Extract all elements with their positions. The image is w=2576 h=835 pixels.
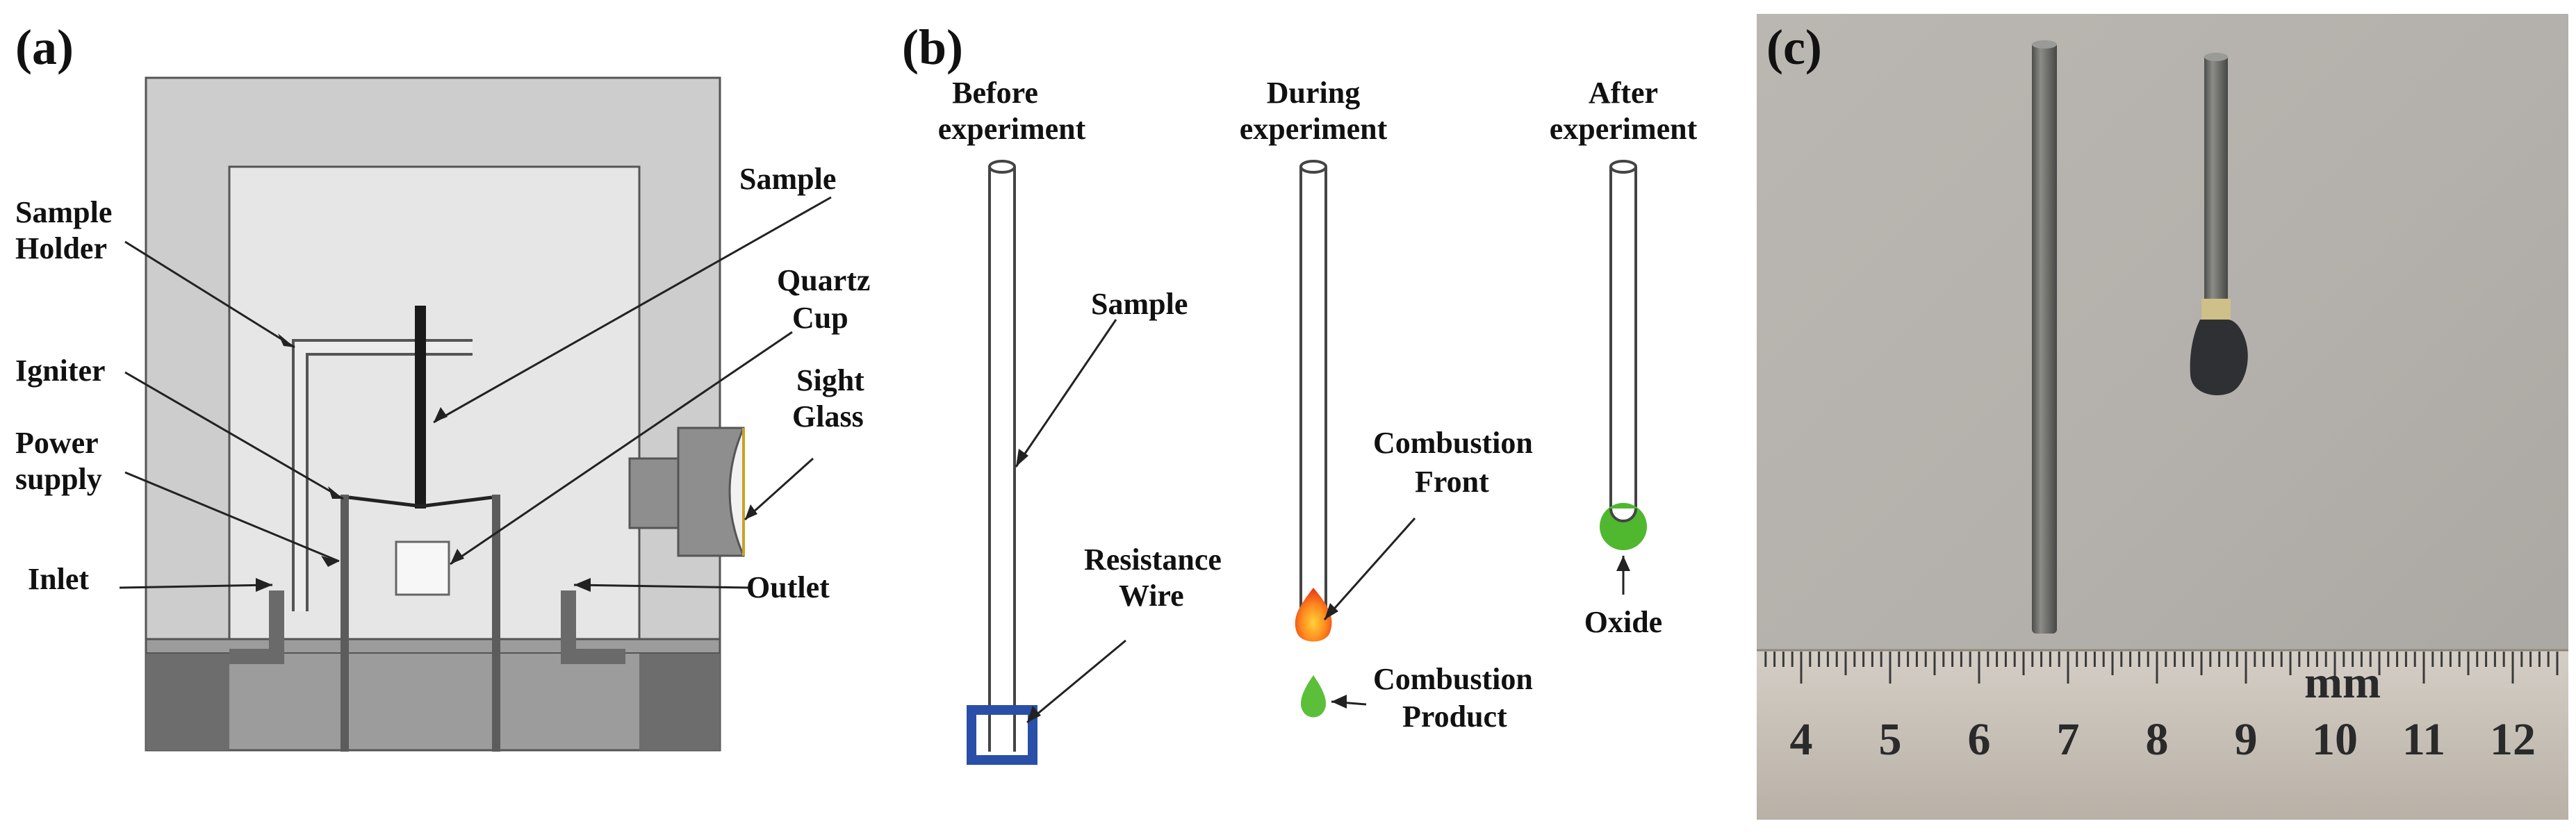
after-rod-tip bbox=[1609, 508, 1637, 522]
after-rod-top bbox=[1609, 160, 1637, 174]
ruler-number: 9 bbox=[2235, 714, 2258, 765]
label-inlet: Inlet bbox=[28, 562, 89, 596]
ruler-number: 8 bbox=[2146, 714, 2169, 765]
inlet-pipe bbox=[229, 590, 284, 664]
label-combustion-product-1: Combustion bbox=[1373, 662, 1533, 696]
panel-b: (b) Before experiment During experiment … bbox=[902, 19, 1698, 765]
label-sample-holder-2: Holder bbox=[15, 231, 107, 265]
ruler-number: 7 bbox=[2057, 714, 2080, 765]
label-power-supply-1: Power bbox=[15, 426, 99, 460]
label-combustion-product-2: Product bbox=[1402, 700, 1507, 734]
label-resistance-2: Wire bbox=[1119, 579, 1184, 613]
resistance-wire bbox=[967, 705, 1037, 765]
burned-rod-top bbox=[2204, 53, 2228, 61]
burned-rod bbox=[2204, 54, 2228, 322]
label-quartz-cup-1: Quartz bbox=[777, 263, 870, 297]
panel-a-label: (a) bbox=[15, 19, 74, 75]
ruler-number: 6 bbox=[1968, 714, 1991, 765]
burned-rod-slag bbox=[2190, 320, 2248, 395]
label-quartz-cup-2: Cup bbox=[792, 301, 848, 335]
label-sample-a: Sample bbox=[739, 162, 836, 196]
quartz-cup bbox=[395, 540, 450, 596]
ruler-ticks bbox=[1764, 652, 2559, 684]
outlet-pipe bbox=[561, 590, 625, 664]
stage-after-2: experiment bbox=[1550, 112, 1698, 146]
label-sample-holder-1: Sample bbox=[15, 195, 112, 229]
label-power-supply-2: supply bbox=[15, 462, 102, 496]
label-oxide: Oxide bbox=[1584, 605, 1662, 639]
label-outlet: Outlet bbox=[746, 570, 830, 604]
unburned-rod-top bbox=[2032, 40, 2057, 49]
ruler-number: 5 bbox=[1879, 714, 1902, 765]
label-igniter: Igniter bbox=[15, 354, 106, 388]
ruler-number: 12 bbox=[2490, 714, 2536, 765]
igniter-wire bbox=[348, 495, 493, 508]
stage-before-2: experiment bbox=[938, 112, 1086, 146]
sample-rod bbox=[415, 306, 426, 509]
stage-during-2: experiment bbox=[1240, 112, 1388, 146]
label-resistance-1: Resistance bbox=[1084, 543, 1222, 577]
label-combustion-front-2: Front bbox=[1415, 465, 1489, 499]
igniter-electrode-left bbox=[341, 495, 349, 752]
ruler-number: 10 bbox=[2312, 714, 2358, 765]
stage-before-1: Before bbox=[952, 76, 1038, 110]
ruler-number: 11 bbox=[2402, 714, 2445, 765]
igniter-electrode-right bbox=[492, 495, 500, 752]
label-sample-b: Sample bbox=[1091, 287, 1188, 321]
panel-a-arrowheads bbox=[256, 333, 757, 592]
sight-glass-window bbox=[728, 427, 745, 556]
combustion-front-flame bbox=[1295, 588, 1332, 642]
base-right-dark bbox=[639, 653, 720, 750]
label-sight-glass-1: Sight bbox=[796, 363, 864, 397]
ruler-numbers: 4 5 6 7 8 9 10 11 12 bbox=[1790, 714, 2536, 765]
panel-b-arrowheads bbox=[1016, 449, 1630, 722]
ruler bbox=[1757, 650, 2568, 820]
stage-during-1: During bbox=[1267, 76, 1360, 110]
panel-a: (a) bbox=[15, 19, 870, 752]
unburned-rod bbox=[2032, 42, 2057, 634]
base-left-dark bbox=[146, 653, 229, 750]
stage-after-1: After bbox=[1589, 76, 1658, 110]
panel-c: (c) mm 4 5 6 7 8 9 10 11 12 bbox=[1757, 14, 2568, 820]
label-combustion-front-1: Combustion bbox=[1373, 426, 1533, 460]
ruler-unit: mm bbox=[2304, 657, 2381, 708]
during-rod-top bbox=[1299, 160, 1327, 174]
ruler-number: 4 bbox=[1790, 714, 1813, 765]
panel-b-label: (b) bbox=[902, 19, 963, 75]
panel-a-leaders bbox=[119, 196, 832, 589]
combustion-product-drop bbox=[1300, 675, 1327, 718]
sight-glass-port bbox=[628, 457, 680, 529]
burned-rod-band bbox=[2201, 299, 2231, 320]
before-rod-top bbox=[988, 160, 1016, 174]
panel-c-label: (c) bbox=[1766, 19, 1822, 75]
label-sight-glass-2: Glass bbox=[792, 399, 864, 433]
